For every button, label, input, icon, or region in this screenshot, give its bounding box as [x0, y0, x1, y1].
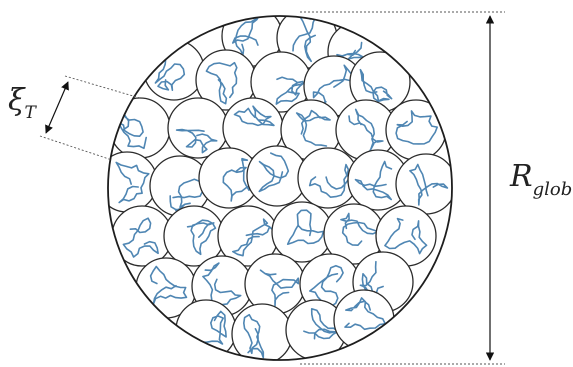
globule-radius-label: Rglob: [509, 159, 572, 200]
blob: [386, 100, 446, 160]
blob-size-guide-bottom: [40, 136, 112, 160]
blob: [144, 40, 204, 100]
blob-size-arrow: [46, 82, 68, 133]
blob: [97, 152, 157, 212]
blob: [112, 206, 172, 266]
blob: [334, 290, 394, 350]
blob: [168, 98, 228, 158]
blob-size-guide-top: [65, 76, 140, 98]
blob: [396, 154, 456, 214]
blob-size-label: ξT: [8, 83, 38, 123]
